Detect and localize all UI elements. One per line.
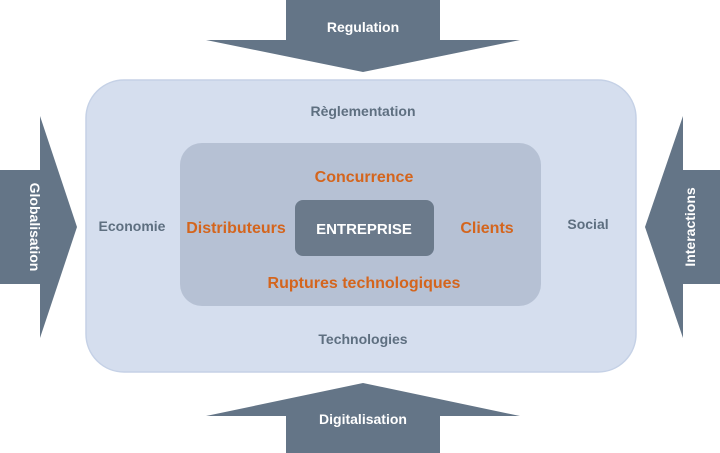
arrow-top-label: Regulation — [327, 19, 399, 35]
arrow-bottom: Digitalisation — [206, 383, 520, 453]
arrow-right: Interactions — [645, 116, 720, 338]
arrow-top-shape — [206, 0, 520, 72]
outer-label-right: Social — [567, 216, 608, 232]
arrow-bottom-shape — [206, 383, 520, 453]
outer-label-top: Règlementation — [310, 103, 415, 119]
outer-label-bottom: Technologies — [318, 331, 407, 347]
arrow-top: Regulation — [206, 0, 520, 72]
core-label: ENTREPRISE — [316, 221, 412, 238]
arrow-left: Globalisation — [0, 116, 77, 338]
arrow-left-label: Globalisation — [27, 183, 43, 272]
arrow-right-label: Interactions — [682, 187, 698, 267]
inner-label-bottom: Ruptures technologiques — [268, 275, 461, 292]
inner-label-left: Distributeurs — [186, 220, 286, 237]
core-box — [295, 200, 434, 256]
inner-label-top: Concurrence — [315, 169, 414, 186]
arrow-left-shape — [0, 116, 77, 338]
inner-label-right: Clients — [460, 220, 513, 237]
arrow-bottom-label: Digitalisation — [319, 411, 407, 427]
arrow-right-shape — [645, 116, 720, 338]
outer-label-left: Economie — [99, 218, 166, 234]
